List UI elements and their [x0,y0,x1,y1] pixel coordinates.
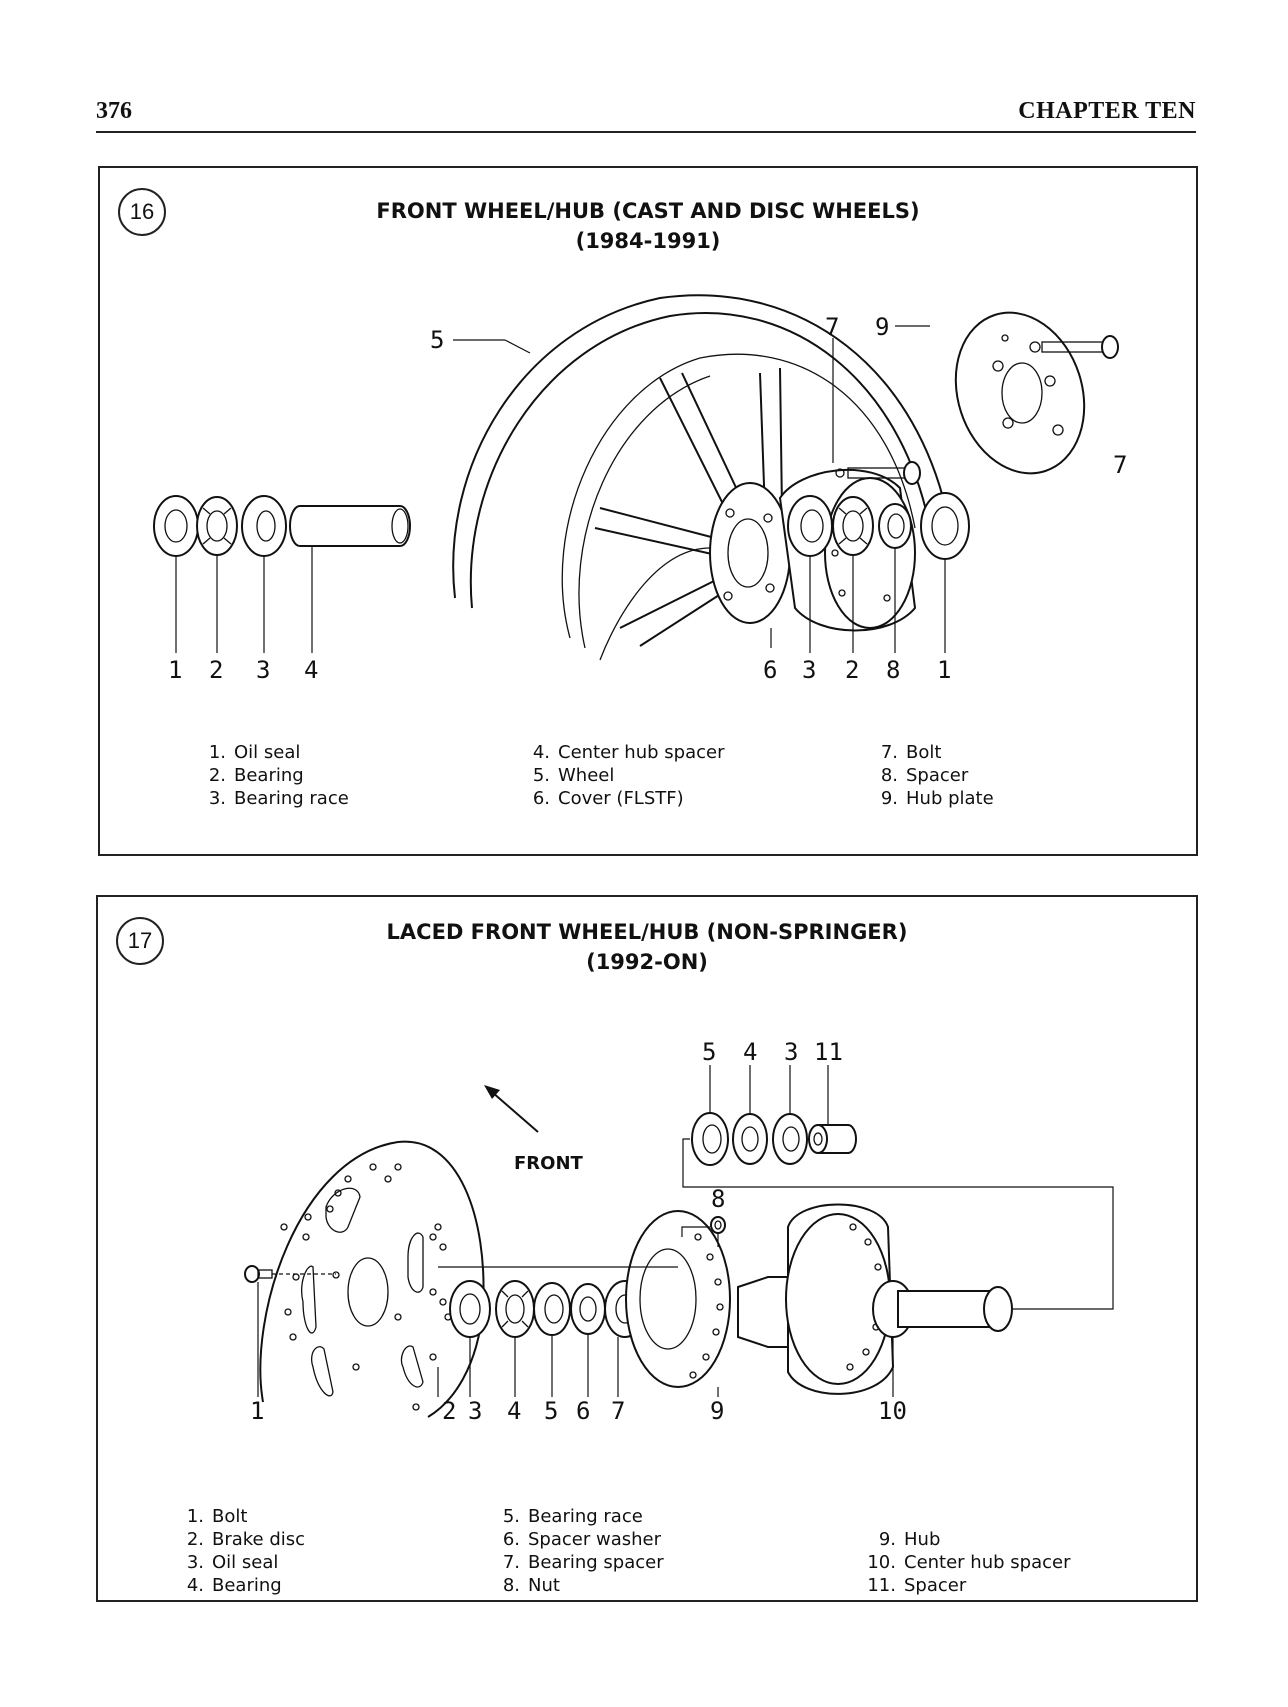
spacer-washer-drawing [570,1283,606,1335]
callout-3: 3 [468,1397,482,1425]
callout-top-3: 3 [784,1038,798,1066]
legend-item: 11.Spacer [867,1575,967,1596]
callout-top-4: 4 [743,1038,757,1066]
bolt-drawing [244,1265,336,1283]
center-hub-spacer-drawing [289,505,411,547]
legend-item: 4.Center hub spacer [532,742,725,763]
wheel-drawing [452,294,951,661]
leader-lines [257,1065,1114,1397]
legend-column-3: 9.Hub 10.Center hub spacer 11.Spacer [866,1528,1070,1597]
upper-spacer-drawing [808,1124,857,1154]
callout-9: 9 [710,1397,724,1425]
hub-drawing [625,1203,895,1395]
callout-7-upper: 7 [825,313,839,341]
legend-item: 5.Wheel [532,765,615,786]
callout-4: 4 [304,656,318,684]
front-label: FRONT [514,1153,584,1174]
callout-7-right: 7 [1113,451,1127,479]
left-bearing-drawing [196,496,238,556]
legend-item: 2.Brake disc [186,1529,306,1550]
callout-5: 5 [544,1397,558,1425]
legend-item: 7.Bearing spacer [502,1552,664,1573]
legend-item: 4.Bearing [186,1575,282,1596]
leader-lines [175,325,946,653]
chapter-title: CHAPTER TEN [1018,98,1196,124]
callout-1: 1 [250,1397,264,1425]
callout-6: 6 [763,656,777,684]
brake-disc-drawing [259,1140,485,1418]
legend-item: 2.Bearing [208,765,304,786]
figure-number-badge: 16 [118,188,166,236]
legend-item: 1.Bolt [186,1506,248,1527]
callout-1-right: 1 [937,656,951,684]
callout-top-5: 5 [702,1038,716,1066]
callout-8: 8 [711,1185,725,1213]
callout-5: 5 [430,326,444,354]
legend-item: 3.Bearing race [208,788,349,809]
figure-title: FRONT WHEEL/HUB (CAST AND DISC WHEELS) (… [100,196,1196,256]
laced-wheel-hub-exploded-diagram: FRONT 1 2 3 4 5 6 7 8 9 [244,1038,1114,1425]
upper-bearing-race-drawing [691,1112,729,1166]
callout-7: 7 [611,1397,625,1425]
figure-number-badge: 17 [116,917,164,965]
figure-16: 16 FRONT WHEEL/HUB (CAST AND DISC WHEELS… [98,166,1198,856]
legend-column-1: 1.Oil seal 2.Bearing 3.Bearing race [196,741,349,810]
center-hub-spacer-drawing [872,1280,1013,1338]
left-bearing-race-drawing [241,495,287,557]
bolt-drawing-upper [1029,335,1119,359]
legend-item: 10.Center hub spacer [867,1552,1071,1573]
legend-item: 8.Nut [502,1575,560,1596]
legend-column-2: 5.Bearing race 6.Spacer washer 7.Bearing… [490,1505,664,1597]
legend-item: 9.Hub plate [880,788,994,809]
callout-3-left: 3 [256,656,270,684]
legend-item: 3.Oil seal [186,1552,279,1573]
right-bearing-drawing [832,496,874,556]
right-oil-seal-drawing [920,492,970,560]
upper-bearing-drawing [732,1113,768,1165]
figure-title-line1: LACED FRONT WHEEL/HUB (NON-SPRINGER) [386,920,908,944]
callout-1-left: 1 [168,656,182,684]
spacer-drawing [878,503,912,549]
callout-top-11: 11 [814,1038,843,1066]
legend-item: 7.Bolt [880,742,942,763]
figure-title: LACED FRONT WHEEL/HUB (NON-SPRINGER) (19… [98,917,1196,977]
front-direction-arrow [484,1085,539,1133]
callout-4: 4 [507,1397,521,1425]
callout-2: 2 [442,1397,456,1425]
page-number: 376 [96,98,132,124]
legend-item: 8.Spacer [880,765,969,786]
legend-column-1: 1.Bolt 2.Brake disc 3.Oil seal 4.Bearing [174,1505,305,1597]
header-rule [96,131,1196,133]
legend-column-2: 4.Center hub spacer 5.Wheel 6.Cover (FLS… [520,741,725,810]
callout-2-left: 2 [209,656,223,684]
right-bearing-race-drawing [787,495,833,557]
front-wheel-hub-exploded-diagram: 1 2 3 4 5 6 3 2 8 1 7 9 7 [153,294,1127,684]
bolt-drawing-lower [835,461,921,485]
callout-9: 9 [875,313,889,341]
legend-item: 6.Spacer washer [502,1529,661,1550]
legend-item: 6.Cover (FLSTF) [532,788,684,809]
figure-title-line2: (1992-ON) [586,950,708,974]
figure-title-line1: FRONT WHEEL/HUB (CAST AND DISC WHEELS) [376,199,920,223]
figure-17: 17 LACED FRONT WHEEL/HUB (NON-SPRINGER) … [96,895,1198,1602]
upper-oil-seal-drawing [772,1113,808,1165]
legend-item: 1.Oil seal [208,742,301,763]
nut-drawing [710,1216,726,1234]
bearing-race-drawing [533,1282,571,1336]
figure-title-line2: (1984-1991) [575,229,721,253]
legend-item: 9.Hub [878,1529,941,1550]
legend-item: 5.Bearing race [502,1506,643,1527]
callout-3-right: 3 [802,656,816,684]
callout-8: 8 [886,656,900,684]
bearing-drawing [495,1280,535,1338]
hub-plate-drawing [954,311,1086,475]
left-oil-seal-drawing [153,495,199,557]
brake-disc-holes [280,1163,452,1411]
legend-column-3: 7.Bolt 8.Spacer 9.Hub plate [868,741,994,810]
oil-seal-drawing [449,1280,491,1338]
callout-2-right: 2 [845,656,859,684]
callout-10: 10 [878,1397,907,1425]
callout-6: 6 [576,1397,590,1425]
